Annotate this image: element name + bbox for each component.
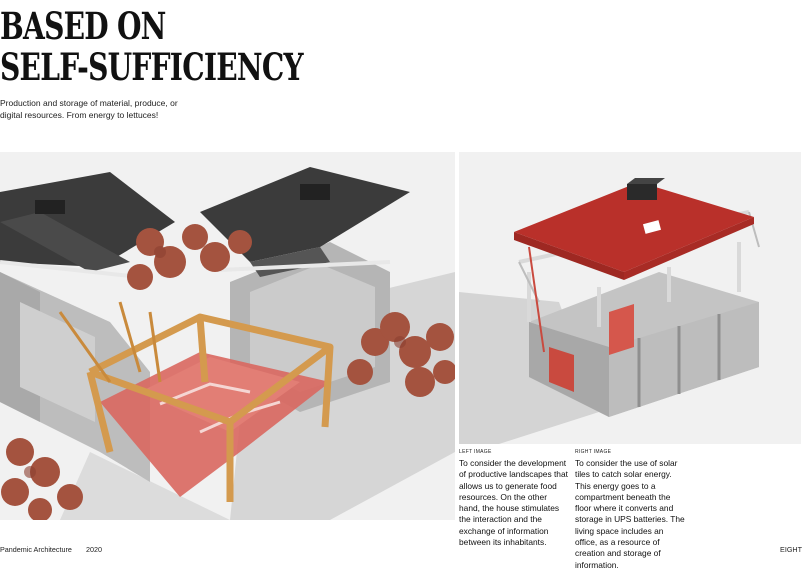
footer-page-number: EIGHT	[780, 545, 802, 554]
caption-right-text: To consider the use of solar tiles to ca…	[575, 458, 685, 570]
caption-left-text: To consider the development of productiv…	[459, 458, 568, 548]
left-house-render	[0, 167, 455, 520]
caption-left: LEFT IMAGE To consider the development o…	[459, 448, 569, 548]
right-house-render	[459, 178, 760, 444]
title-line-1: BASED ON	[0, 4, 166, 48]
caption-left-label: LEFT IMAGE	[459, 449, 492, 455]
left-illustration	[0, 152, 455, 520]
caption-right: RIGHT IMAGE To consider the use of solar…	[575, 448, 685, 571]
footer-year: 2020	[86, 545, 102, 554]
title-line-2: SELF-SUFFICIENCY	[0, 45, 304, 89]
page-subtitle: Production and storage of material, prod…	[0, 98, 178, 120]
page-title: BASED ON SELF-SUFFICIENCY	[0, 4, 304, 89]
right-illustration	[459, 152, 801, 444]
caption-right-label: RIGHT IMAGE	[575, 449, 612, 455]
footer-publication: Pandemic Architecture	[0, 545, 72, 554]
